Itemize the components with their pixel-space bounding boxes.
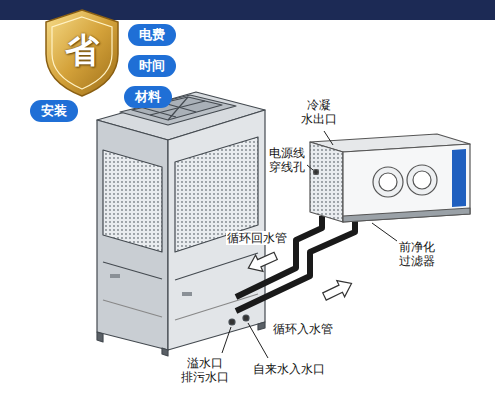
tag-text: 安装 [41, 102, 67, 120]
pill-tag: 时间 [128, 55, 176, 77]
badge-text: 省 [65, 33, 99, 67]
part-label: 溢水口 排污水口 [180, 356, 230, 385]
tag-text: 电费 [139, 26, 165, 44]
tag-text: 材料 [135, 88, 161, 106]
inflow-arrow [321, 275, 356, 304]
part-label: 循环回水管 [226, 231, 288, 245]
dehumidifier-unit [310, 134, 470, 222]
heat-pump-unit [97, 92, 265, 356]
tag-text: 时间 [139, 57, 165, 75]
part-label: 冷凝 水出口 [300, 98, 338, 127]
pill-tag: 安装 [30, 100, 78, 122]
part-label: 电源线 穿线孔 [268, 146, 306, 175]
part-label: 循环入水管 [272, 322, 334, 336]
part-label: 前净化 过滤器 [398, 240, 436, 269]
leader-lines [222, 131, 397, 358]
return-flow-arrow [245, 248, 280, 277]
pill-tag: 材料 [124, 86, 172, 108]
badge-shield: 省 [42, 8, 122, 98]
part-label: 自来水入水口 [252, 362, 326, 376]
pill-tag: 电费 [128, 24, 176, 46]
